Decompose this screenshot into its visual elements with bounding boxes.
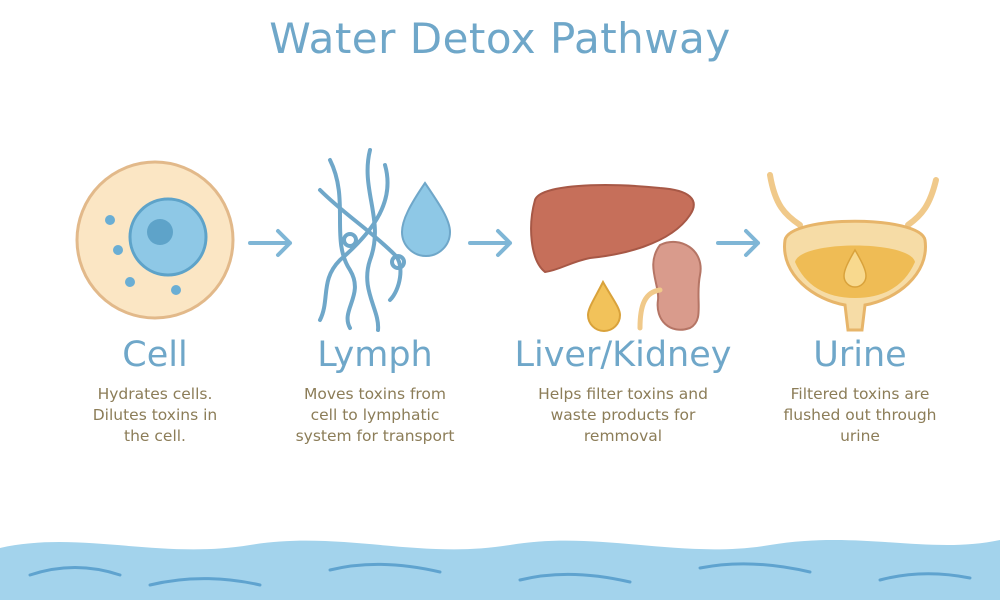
step-label: Liver/Kidney [514, 335, 732, 375]
step-label: Cell [122, 335, 188, 375]
step-description: Helps filter toxins and waste products f… [538, 385, 708, 445]
step-description: Filtered toxins are flushed out through … [783, 385, 937, 445]
lymph-icon [318, 148, 452, 332]
step-description: Hydrates cells. Dilutes toxins in the ce… [92, 385, 218, 445]
step-liver-kidney: Liver/Kidney Helps filter toxins and was… [503, 330, 743, 447]
step-label: Urine [813, 335, 907, 375]
water-waves [0, 540, 1000, 600]
step-label: Lymph [317, 335, 433, 375]
step-urine: Urine Filtered toxins are flushed out th… [750, 330, 970, 447]
arrow-right-icon [468, 229, 512, 257]
cell-icon [75, 160, 235, 320]
page-title: Water Detox Pathway [269, 14, 731, 63]
bladder-icon [767, 172, 939, 332]
step-description: Moves toxins from cell to lymphatic syst… [295, 385, 455, 445]
arrow-right-icon [248, 229, 292, 257]
liver-kidney-icon [530, 184, 702, 332]
arrow-right-icon [716, 229, 760, 257]
step-cell: Cell Hydrates cells. Dilutes toxins in t… [45, 330, 265, 447]
step-lymph: Lymph Moves toxins from cell to lymphati… [265, 330, 485, 447]
